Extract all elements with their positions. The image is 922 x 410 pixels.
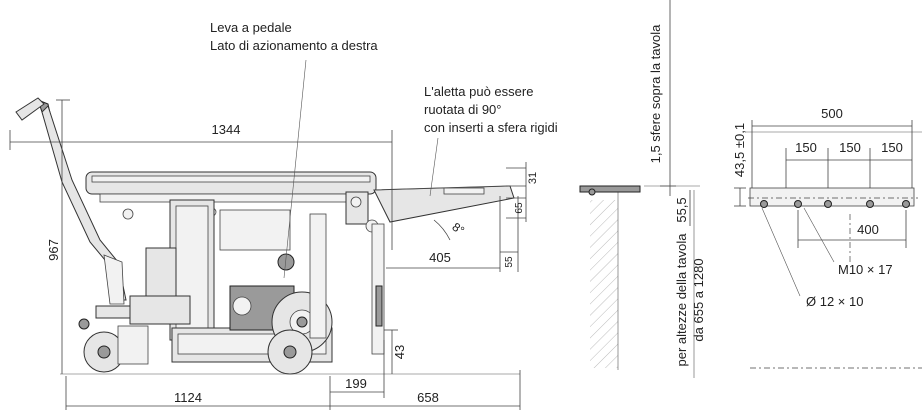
label-flap-2: ruotata di 90° — [424, 102, 501, 117]
dim-label-150-c: 150 — [881, 140, 903, 155]
push-handle — [15, 97, 127, 305]
dim-label-31: 31 — [527, 172, 539, 184]
side-view-machine — [15, 97, 520, 375]
dim-label-199: 199 — [345, 376, 367, 391]
dim-label-1344: 1344 — [212, 122, 241, 137]
dim-label-65: 65 — [514, 202, 525, 214]
label-thread: M10 × 17 — [838, 262, 893, 277]
detail-ball-height: 1,5 sfere sopra la tavola 55,5 per altez… — [579, 0, 706, 378]
dim-label-400: 400 — [857, 222, 879, 237]
label-actuation-side: Lato di azionamento a destra — [210, 38, 378, 53]
detail-ball-rail: 500 150 150 150 43,5 ±0,1 400 M10 × 17 Ø… — [732, 106, 922, 369]
dim-label-1124: 1124 — [174, 390, 202, 405]
dim-label-405: 405 — [429, 250, 451, 265]
label-flap-3: con inserti a sfera rigidi — [424, 120, 558, 135]
ball-flap — [373, 185, 515, 223]
dim-43: 43 — [384, 329, 407, 374]
dim-label-967: 967 — [46, 239, 61, 261]
label-flap-1: L'aletta può essere — [424, 84, 533, 99]
front-caster — [78, 305, 149, 373]
dim-label-angle: 8° — [450, 220, 468, 238]
dim-label-500: 500 — [821, 106, 843, 121]
dim-overall-length: 1344 — [9, 122, 393, 250]
dim-label-43-5: 43,5 ±0,1 — [732, 123, 747, 177]
dim-label-55: 55 — [504, 256, 515, 268]
flap-leader-line — [429, 137, 439, 197]
dim-overall-height: 967 — [46, 99, 70, 374]
label-pedal-lever: Leva a pedale — [210, 20, 292, 35]
dim-bottom: 1124 658 199 — [65, 340, 521, 410]
dim-label-150-b: 150 — [839, 140, 861, 155]
label-table-heights-2: da 655 a 1280 — [691, 258, 706, 341]
dim-label-150-a: 150 — [795, 140, 817, 155]
label-bore: Ø 12 × 10 — [806, 294, 863, 309]
label-table-heights-1: per altezze della tavola — [674, 233, 689, 367]
dim-label-43: 43 — [392, 345, 407, 359]
dim-label-658: 658 — [417, 390, 439, 405]
rear-frame — [309, 191, 385, 355]
lift-column — [129, 199, 291, 341]
label-balls-above-table: 1,5 sfere sopra la tavola — [648, 24, 663, 164]
dim-label-55-5: 55,5 — [674, 197, 689, 222]
pedal-leader-line — [283, 59, 307, 279]
